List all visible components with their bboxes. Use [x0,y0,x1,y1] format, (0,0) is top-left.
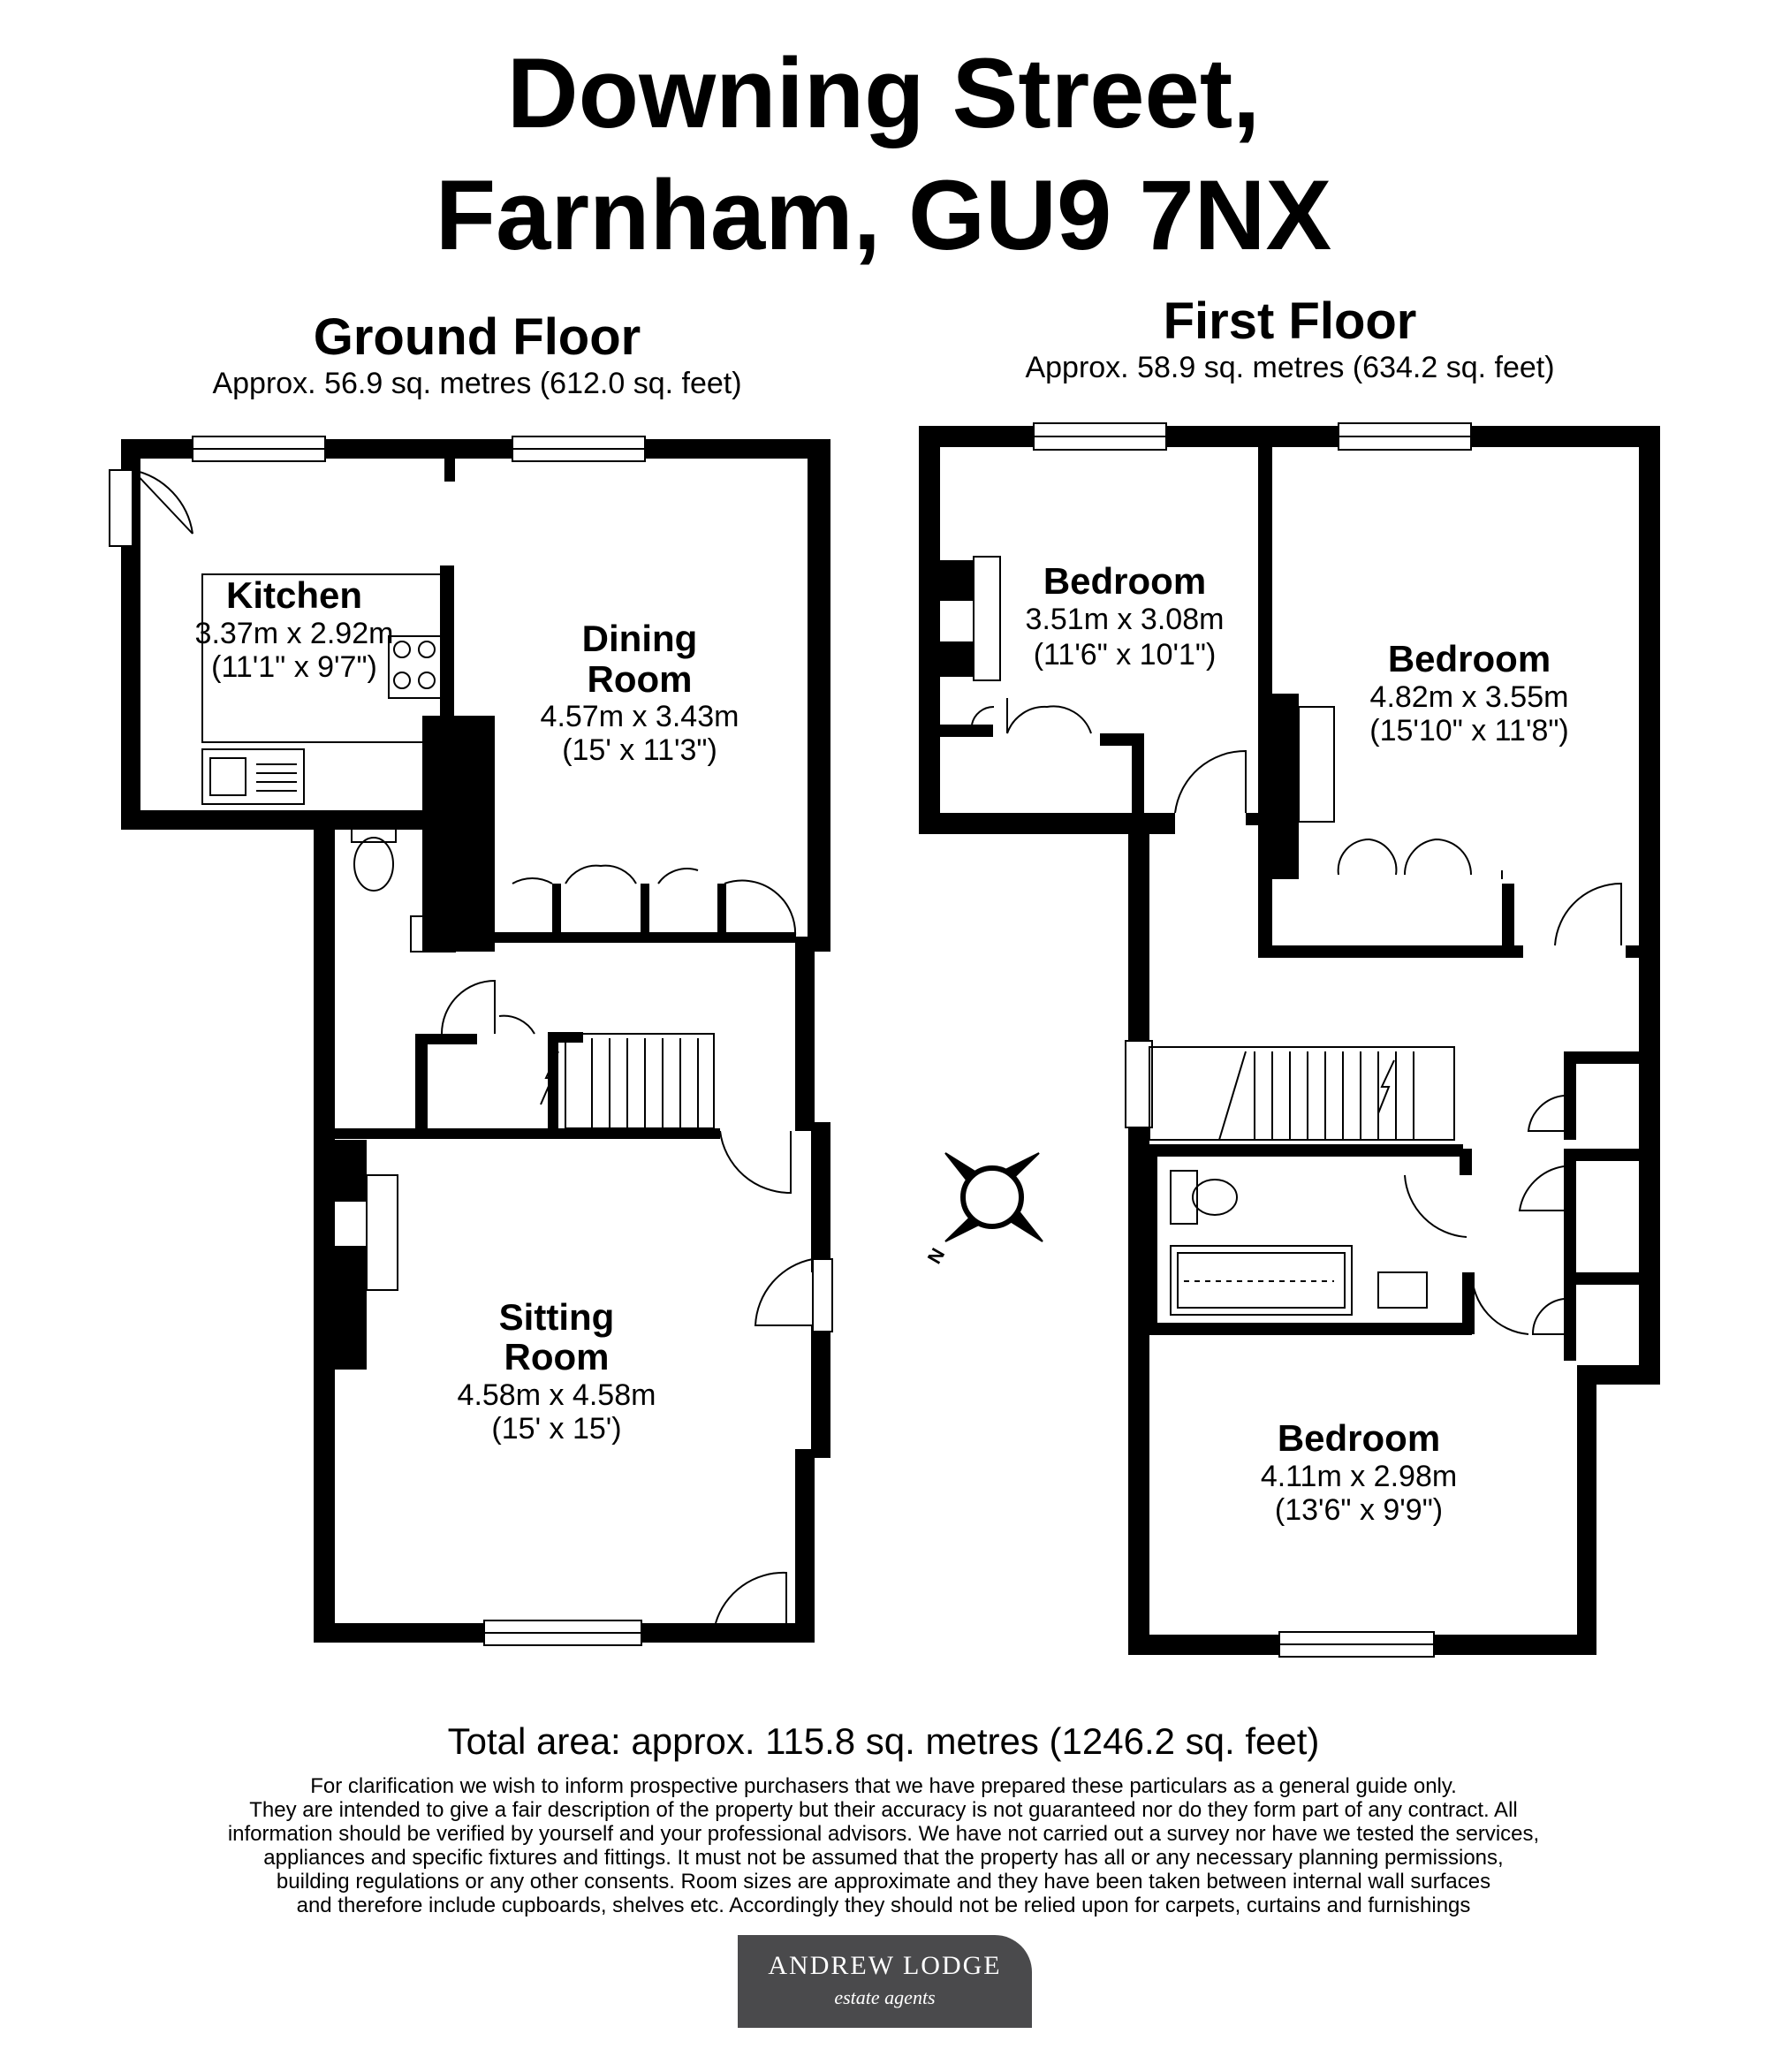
first-floor-area: Approx. 58.9 sq. metres (634.2 sq. feet) [1025,350,1555,384]
bedroom-2-name: Bedroom [1388,638,1551,679]
dining-room-name-line-2: Room [588,658,693,700]
sitting-room-name-line-1: Sitting [499,1296,615,1338]
compass-north-label: N [923,1244,950,1267]
agent-logo-tagline: estate agents [834,1986,936,2008]
disclaimer-line: appliances and specific fixtures and fit… [263,1846,1504,1870]
disclaimer-line: and therefore include cupboards, shelves… [296,1894,1471,1917]
first-floor-fixtures [971,422,1622,1658]
compass-icon [944,1152,1043,1242]
bedroom-3-imperial: (13'6" x 9'9") [1275,1493,1443,1527]
agent-logo: ANDREW LODGE estate agents [738,1935,1032,2028]
address-line-1: Downing Street, [506,38,1261,148]
sitting-room-name-line-2: Room [504,1336,610,1378]
bedroom-1-metric: 3.51m x 3.08m [1026,603,1225,636]
first-floor-header: First Floor Approx. 58.9 sq. metres (634… [972,293,1608,386]
ground-floor-header: Ground Floor Approx. 56.9 sq. metres (61… [159,309,795,402]
kitchen-imperial: (11'1" x 9'7") [211,650,377,684]
disclaimer-line: For clarification we wish to inform pros… [310,1774,1457,1798]
sitting-room-imperial: (15' x 15') [491,1412,621,1446]
kitchen-name: Kitchen [226,574,362,616]
ground-floor-fixtures [109,436,833,1646]
agent-logo-name: ANDREW LODGE [768,1951,1002,1980]
bedroom-1-imperial: (11'6" x 10'1") [1034,638,1217,672]
first-floor-plan [919,426,1660,1655]
bedroom-2-imperial: (15'10" x 11'8") [1369,714,1569,748]
address-line-2: Farnham, GU9 7NX [435,160,1332,270]
disclaimer-line: building regulations or any other consen… [276,1870,1491,1894]
dining-room-metric: 4.57m x 3.43m [541,700,739,733]
bedroom-1-name: Bedroom [1043,560,1206,602]
disclaimer-line: They are intended to give a fair descrip… [249,1798,1518,1822]
disclaimer-line: information should be verified by yourse… [227,1822,1540,1846]
bedroom-3-metric: 4.11m x 2.98m [1261,1460,1457,1493]
kitchen-metric: 3.37m x 2.92m [195,617,394,650]
bedroom-2-metric: 4.82m x 3.55m [1370,680,1569,714]
disclaimer: For clarification we wish to inform pros… [133,1774,1634,1917]
dining-room-imperial: (15' x 11'3") [562,733,717,767]
ground-floor-plan [121,439,830,1643]
ground-floor-name: Ground Floor [313,308,641,366]
sitting-room-metric: 4.58m x 4.58m [458,1378,656,1412]
bedroom-3-name: Bedroom [1278,1417,1440,1459]
first-floor-name: First Floor [1163,292,1417,350]
dining-room-name-line-1: Dining [582,618,698,659]
total-area: Total area: approx. 115.8 sq. metres (12… [447,1720,1320,1762]
ground-floor-area: Approx. 56.9 sq. metres (612.0 sq. feet) [212,366,742,400]
